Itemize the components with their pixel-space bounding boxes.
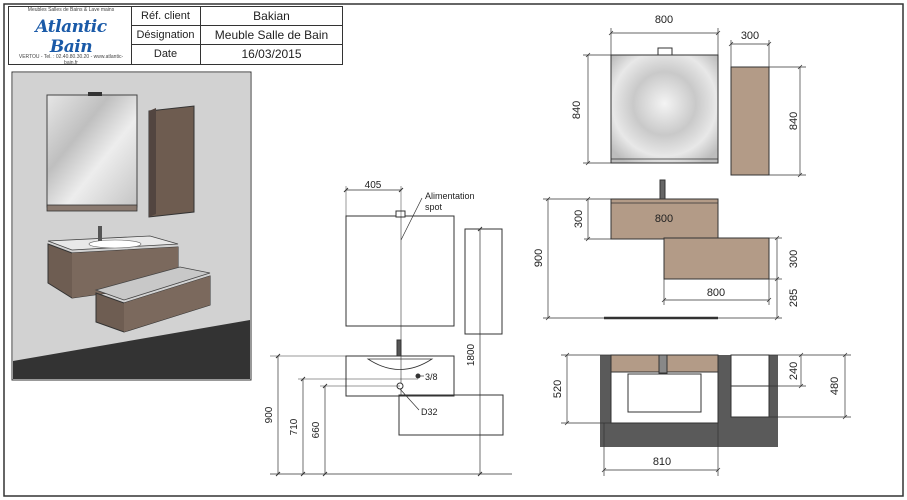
front-column bbox=[730, 66, 770, 176]
designation-label: Désignation bbox=[131, 26, 201, 44]
perspective-lower-top bbox=[94, 266, 211, 301]
perspective-lower-front bbox=[124, 276, 210, 332]
front-dim-mirror-height: 840 bbox=[571, 101, 583, 119]
top-dim-depth: 520 bbox=[552, 380, 564, 398]
designation-value: Meuble Salle de Bain bbox=[214, 28, 329, 42]
side-label-spot: spot bbox=[425, 202, 443, 212]
top-dim-width: 810 bbox=[653, 456, 671, 468]
side-label-alimentation: Alimentation bbox=[425, 191, 475, 201]
front-mirror bbox=[610, 54, 719, 164]
side-basin bbox=[366, 358, 434, 370]
perspective-basin bbox=[88, 239, 142, 249]
front-dim-bottom-gap: 285 bbox=[788, 289, 800, 307]
side-alim-leader bbox=[400, 197, 423, 241]
side-faucet bbox=[396, 339, 402, 357]
perspective-view bbox=[11, 71, 252, 381]
top-column-inner bbox=[730, 354, 770, 387]
side-mirror bbox=[345, 215, 455, 327]
front-dim-lower-height: 300 bbox=[788, 250, 800, 268]
top-view bbox=[561, 352, 851, 476]
front-dim-column-height: 840 bbox=[788, 112, 800, 130]
client-ref-label: Réf. client bbox=[131, 7, 201, 25]
front-dim-top-width: 800 bbox=[655, 213, 673, 225]
front-dim-mirror-width: 800 bbox=[655, 14, 673, 26]
title-block: Meubles Salles de Bains & Lave mains Atl… bbox=[8, 6, 343, 66]
side-lower bbox=[398, 394, 504, 436]
top-basin bbox=[627, 373, 702, 413]
side-dim-710: 710 bbox=[289, 418, 300, 435]
date-label: Date bbox=[131, 45, 201, 64]
side-dim-900: 900 bbox=[264, 406, 275, 423]
front-mirror-view bbox=[583, 28, 806, 178]
front-dim-top-height: 300 bbox=[573, 210, 585, 228]
company-logo: Meubles Salles de Bains & Lave mains Atl… bbox=[9, 7, 132, 66]
front-lower-cabinet bbox=[663, 237, 770, 280]
front-dim-column-width: 300 bbox=[741, 30, 759, 42]
sheet-border bbox=[3, 3, 904, 497]
perspective-spot bbox=[88, 92, 102, 96]
front-cabinet-view bbox=[543, 179, 782, 321]
perspective-faucet bbox=[98, 226, 102, 241]
perspective-mirror-shelf bbox=[46, 204, 138, 212]
side-spot bbox=[395, 210, 406, 218]
side-label-inlet: 3/8 bbox=[425, 372, 438, 382]
side-column bbox=[464, 228, 503, 335]
front-dim-lower-width: 800 bbox=[707, 287, 725, 299]
front-faucet bbox=[659, 179, 666, 200]
logo-wordmark: Atlantic Bain bbox=[35, 17, 107, 57]
front-spot bbox=[657, 47, 673, 56]
logo-address: VERTOU - Tel. : 02.40.80.30.20 - www.atl… bbox=[18, 54, 124, 66]
side-dim-660: 660 bbox=[311, 421, 322, 438]
front-upper-cabinet bbox=[610, 198, 719, 240]
side-vanity bbox=[345, 355, 455, 397]
side-label-drain: D32 bbox=[421, 407, 438, 417]
date-value: 16/03/2015 bbox=[241, 47, 302, 61]
top-dim-480: 480 bbox=[829, 377, 841, 395]
title-row-designation: Désignation Meuble Salle de Bain bbox=[131, 26, 342, 45]
perspective-column-side bbox=[149, 108, 156, 217]
perspective-floor bbox=[13, 320, 250, 379]
side-dim-1800: 1800 bbox=[466, 343, 477, 366]
top-dim-240: 240 bbox=[788, 362, 800, 380]
top-faucet bbox=[658, 354, 668, 374]
front-dim-total: 900 bbox=[533, 249, 545, 267]
side-view bbox=[270, 186, 512, 477]
client-ref-value: Bakian bbox=[253, 9, 290, 23]
title-row-client: Réf. client Bakian bbox=[131, 7, 342, 26]
side-dim-405: 405 bbox=[365, 180, 382, 191]
logo-tagline: Meubles Salles de Bains & Lave mains bbox=[27, 7, 115, 13]
side-drain-leader bbox=[399, 388, 420, 411]
title-row-date: Date 16/03/2015 bbox=[131, 45, 342, 64]
perspective-mirror bbox=[46, 94, 138, 208]
